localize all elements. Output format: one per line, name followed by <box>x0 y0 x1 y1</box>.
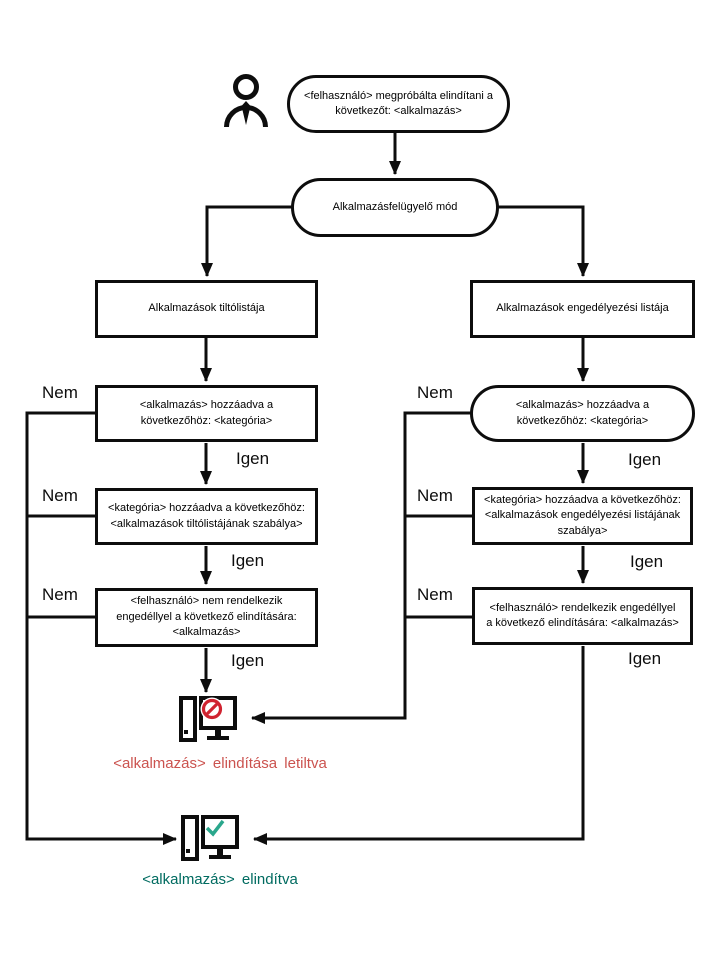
node-allow-step1: <alkalmazás> hozzáadva a következőhöz: <… <box>470 385 695 442</box>
node-allowlist: Alkalmazások engedélyezési listája <box>470 280 695 338</box>
started-result-text: <alkalmazás> elindítva <box>142 871 298 888</box>
arrow-mode-to-denylist <box>201 205 292 277</box>
blocked-result-text: <alkalmazás> elindítása letiltva <box>113 755 327 772</box>
arrow-mode-to-allowlist <box>498 205 589 277</box>
label-yes-allow-1: Igen <box>628 450 662 469</box>
computer-blocked-icon <box>179 696 237 744</box>
label-no-deny-1: Nem <box>42 383 78 402</box>
node-application-control-mode: Alkalmazásfelügyelő mód <box>291 178 499 237</box>
label-yes-deny-2: Igen <box>231 551 265 570</box>
label-yes-allow-2: Igen <box>630 552 664 571</box>
label-yes-deny-1: Igen <box>236 449 270 468</box>
node-allow-step3: <felhasználó> rendelkezik engedéllyel a … <box>472 587 693 645</box>
node-deny-step1: <alkalmazás> hozzáadva a következőhöz: <… <box>95 385 318 442</box>
line-allow-no-trunk <box>251 411 472 724</box>
label-no-allow-2: Nem <box>417 486 453 505</box>
node-start: <felhasználó> megpróbálta elindítani a k… <box>287 75 510 133</box>
arrow-allow-yes-to-started <box>253 646 585 845</box>
label-no-deny-2: Nem <box>42 486 78 505</box>
node-deny-step3: <felhasználó> nem rendelkezik engedéllye… <box>95 588 318 647</box>
computer-allowed-icon <box>181 815 239 863</box>
user-icon <box>222 73 270 130</box>
line-deny-no-trunk <box>25 411 177 845</box>
label-no-deny-3: Nem <box>42 585 78 604</box>
node-deny-step2: <kategória> hozzáadva a következőhöz: <a… <box>95 488 318 545</box>
label-no-allow-1: Nem <box>417 383 453 402</box>
label-yes-allow-3: Igen <box>628 649 662 668</box>
check-icon <box>205 819 225 837</box>
label-yes-deny-3: Igen <box>231 651 265 670</box>
node-allow-step2: <kategória> hozzáadva a következőhöz: <a… <box>472 487 693 545</box>
label-no-allow-3: Nem <box>417 585 453 604</box>
node-denylist: Alkalmazások tiltólistája <box>95 280 318 338</box>
prohibit-icon <box>201 698 223 720</box>
